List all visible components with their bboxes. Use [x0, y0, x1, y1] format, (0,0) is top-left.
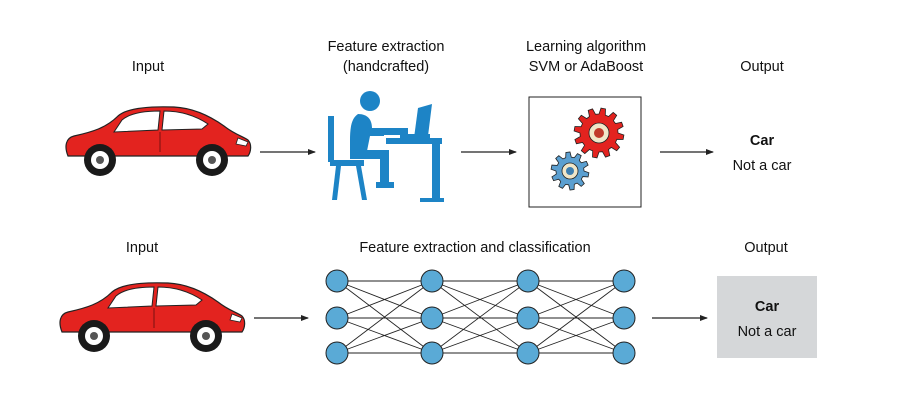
network-edge: [431, 317, 529, 354]
row1-learning-label-line1: Learning algorithm: [525, 39, 647, 55]
network-node: [325, 341, 349, 365]
row1-input-label: Input: [131, 59, 165, 75]
row1-feature-label-line2: (handcrafted): [342, 59, 430, 75]
row1-learning-label-line2: SVM or AdaBoost: [528, 59, 644, 75]
network-node: [612, 269, 636, 293]
row1-output-car: Car: [749, 133, 775, 149]
car-icon: [65, 106, 252, 177]
row2-output-car: Car: [754, 299, 780, 315]
network-node: [420, 306, 444, 330]
row2-output-label: Output: [744, 240, 788, 256]
network-node: [612, 341, 636, 365]
gears-icon: [550, 107, 625, 191]
row1-feature-label-line1: Feature extraction: [327, 39, 445, 55]
car-icon: [59, 282, 246, 353]
network-node: [516, 341, 540, 365]
person-at-computer-icon: [328, 91, 444, 202]
gear-small-center: [566, 167, 574, 175]
network-edge: [527, 280, 625, 319]
neural-network-icon: [325, 269, 636, 365]
row1-output-not-car: Not a car: [732, 158, 792, 174]
network-node: [612, 306, 636, 330]
network-node: [516, 306, 540, 330]
output-box: [717, 276, 817, 358]
network-edge: [431, 280, 529, 354]
row2-feature-label: Feature extraction and classification: [359, 240, 591, 256]
network-edge: [336, 280, 433, 319]
network-node: [516, 269, 540, 293]
network-edge: [431, 280, 529, 319]
network-edge: [527, 317, 625, 354]
network-edge: [336, 280, 433, 354]
network-node: [420, 269, 444, 293]
network-node: [325, 306, 349, 330]
network-node: [420, 341, 444, 365]
network-node: [325, 269, 349, 293]
network-edge: [336, 317, 433, 354]
row1-output-label: Output: [740, 59, 784, 75]
network-edge: [527, 280, 625, 354]
row2-input-label: Input: [125, 240, 159, 256]
row2-output-not-car: Not a car: [737, 324, 797, 340]
gear-large-center: [594, 128, 604, 138]
